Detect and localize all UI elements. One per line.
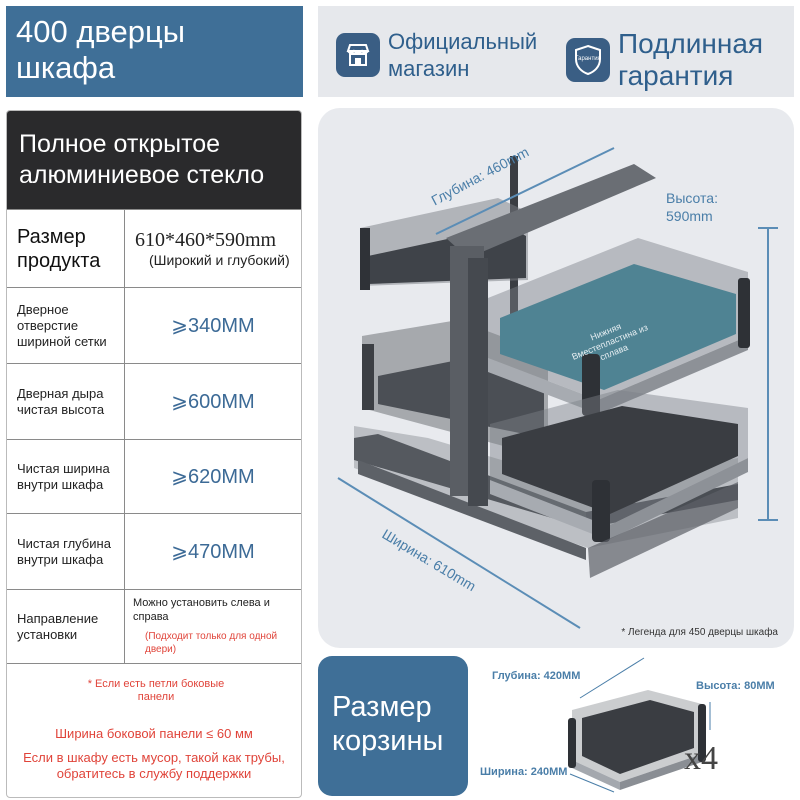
basket-label-line-1: Размер — [332, 691, 432, 723]
badges-panel: Официальный магазин Гарантия Подлинная г… — [318, 6, 794, 97]
basket-image: Глубина: 420MM Высота: 80MM Ширина: 240M… — [470, 656, 794, 796]
spec-row-inner-depth: Чистая глубина внутри шкафа ⩾470MM — [7, 513, 301, 589]
spec-header-line-2: алюминиевое стекло — [19, 161, 265, 189]
store-icon — [336, 33, 380, 77]
spec-header: Полное открытое алюминиевое стекло — [7, 111, 301, 209]
spec-header-line-1: Полное открытое — [19, 130, 221, 158]
spec-row-door-width: Дверное отверстие шириной сетки ⩾340MM — [7, 287, 301, 363]
page-title: 400 дверцы шкафа — [6, 6, 303, 97]
spec-row-label: Дверная дыра чистая высота — [7, 364, 125, 439]
spec-row-direction: Направление установки Можно установить с… — [7, 589, 301, 663]
spec-row-value: ⩾470MM — [171, 541, 255, 563]
pull-out-basket-illustration — [337, 147, 778, 629]
spec-row-size: Размер продукта 610*460*590mm (Широкий и… — [7, 209, 301, 287]
spec-row-label: Чистая глубина внутри шкафа — [7, 514, 125, 589]
spec-row-value: 610*460*590mm — [135, 229, 277, 251]
spec-row-label: Дверное отверстие шириной сетки — [7, 288, 125, 363]
basket-label-line-2: корзины — [332, 725, 444, 757]
spec-row-value: ⩾620MM — [171, 466, 255, 488]
spec-table: Полное открытое алюминиевое стекло Разме… — [6, 110, 302, 798]
height-label-2: 590mm — [666, 208, 713, 224]
spec-row-value: ⩾600MM — [171, 391, 255, 413]
warranty-badge: Гарантия Подлинная гарантия — [566, 28, 763, 92]
spec-row-label: Размер продукта — [7, 210, 125, 287]
title-line-1: 400 дверцы — [16, 14, 186, 49]
basket-size-label: Размер корзины — [318, 656, 468, 796]
warranty-line-1: Подлинная — [618, 28, 764, 59]
basket-height-label: Высота: 80MM — [696, 680, 775, 692]
basket-width-label: Ширина: 240MM — [480, 766, 568, 778]
spec-row-value: ⩾340MM — [171, 315, 255, 337]
product-image: Глубина: 460mm Высота: 590mm Ширина: 610… — [318, 108, 794, 648]
note-support: Если в шкафу есть мусор, такой как трубы… — [23, 750, 285, 781]
shield-icon: Гарантия — [566, 38, 610, 82]
official-store-badge: Официальный магазин — [336, 28, 537, 82]
note-panel-width: Ширина боковой панели ≤ 60 мм — [55, 726, 253, 741]
image-caption: * Легенда для 450 дверцы шкафа — [621, 627, 778, 638]
spec-row-sub: (Широкий и глубокий) — [149, 252, 290, 268]
basket-depth-label: Глубина: 420MM — [492, 670, 581, 682]
note-hinge: * Если есть петли боковые панели — [87, 678, 225, 703]
spec-notes: * Если есть петли боковые панели Ширина … — [7, 663, 301, 797]
basket-count: x4 — [684, 740, 718, 777]
spec-row-label: Направление установки — [7, 590, 125, 663]
spec-row-inner-width: Чистая ширина внутри шкафа ⩾620MM — [7, 439, 301, 513]
title-line-2: шкафа — [16, 50, 116, 85]
spec-row-label: Чистая ширина внутри шкафа — [7, 440, 125, 513]
official-line-1: Официальный — [388, 29, 538, 54]
basket-illustration — [568, 657, 711, 793]
spec-row-sub: (Подходит только для одной двери) — [145, 631, 278, 655]
spec-row-value: Можно установить слева и справа — [133, 597, 270, 623]
height-label-1: Высота: — [666, 190, 718, 206]
spec-row-door-height: Дверная дыра чистая высота ⩾600MM — [7, 363, 301, 439]
official-line-2: магазин — [388, 56, 470, 81]
warranty-line-2: гарантия — [618, 60, 734, 91]
shield-text: Гарантия — [575, 56, 601, 62]
